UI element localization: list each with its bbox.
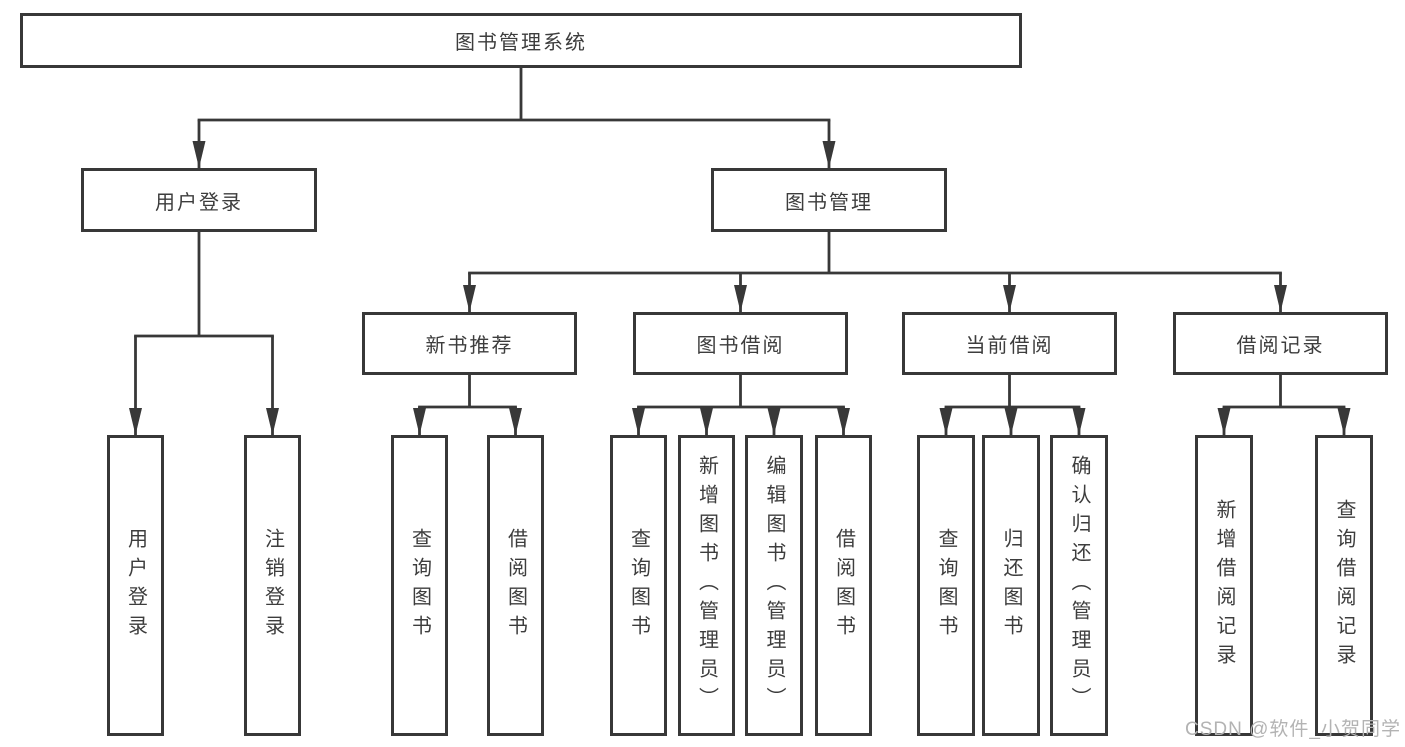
node-label: 确认归还（管理员） [1068, 455, 1090, 716]
node-label: 查询借阅记录 [1333, 498, 1355, 673]
leaf-query-books-borrow: 查询图书 [610, 435, 667, 736]
leaf-borrow-books-recommend: 借阅图书 [487, 435, 544, 736]
leaf-confirm-return-admin: 确认归还（管理员） [1050, 435, 1108, 736]
node-label: 图书借阅 [696, 335, 785, 357]
node-label: 归还图书 [1000, 527, 1022, 644]
node-label: 用户登录 [155, 191, 243, 214]
node-current-borrow: 当前借阅 [902, 312, 1117, 375]
node-user-login: 用户登录 [81, 168, 317, 232]
leaf-add-book-admin: 新增图书（管理员） [678, 435, 735, 736]
leaf-logout: 注销登录 [244, 435, 301, 736]
node-label: 查询图书 [408, 527, 431, 644]
node-label: 借阅图书 [504, 527, 527, 644]
node-label: 借阅记录 [1236, 335, 1325, 357]
node-label: 借阅图书 [832, 527, 855, 644]
node-label: 新增图书（管理员） [695, 455, 718, 716]
leaf-edit-book-admin: 编辑图书（管理员） [745, 435, 803, 736]
node-label: 查询图书 [627, 527, 650, 644]
node-borrow-records: 借阅记录 [1173, 312, 1388, 375]
node-new-book-recommend: 新书推荐 [362, 312, 577, 375]
leaf-query-borrow-record: 查询借阅记录 [1315, 435, 1373, 736]
leaf-return-book: 归还图书 [982, 435, 1040, 736]
node-label: 图书管理 [785, 191, 873, 214]
leaf-query-books-current: 查询图书 [917, 435, 975, 736]
node-root-library-system: 图书管理系统 [20, 13, 1022, 68]
leaf-query-books-recommend: 查询图书 [391, 435, 448, 736]
leaf-user-login: 用户登录 [107, 435, 164, 736]
leaf-borrow-books: 借阅图书 [815, 435, 872, 736]
node-book-management: 图书管理 [711, 168, 947, 232]
node-label: 新书推荐 [425, 335, 514, 357]
node-label: 查询图书 [935, 527, 957, 644]
node-label: 新增借阅记录 [1213, 498, 1235, 673]
node-label: 注销登录 [261, 527, 284, 644]
leaf-add-borrow-record: 新增借阅记录 [1195, 435, 1253, 736]
node-label: 用户登录 [124, 527, 147, 644]
node-label: 图书管理系统 [455, 32, 587, 54]
csdn-watermark: CSDN @软件_小贺同学 [1185, 719, 1401, 740]
connector-lines [129, 68, 1351, 435]
node-label: 编辑图书（管理员） [763, 455, 785, 716]
node-label: 当前借阅 [965, 335, 1054, 357]
node-book-borrow: 图书借阅 [633, 312, 848, 375]
